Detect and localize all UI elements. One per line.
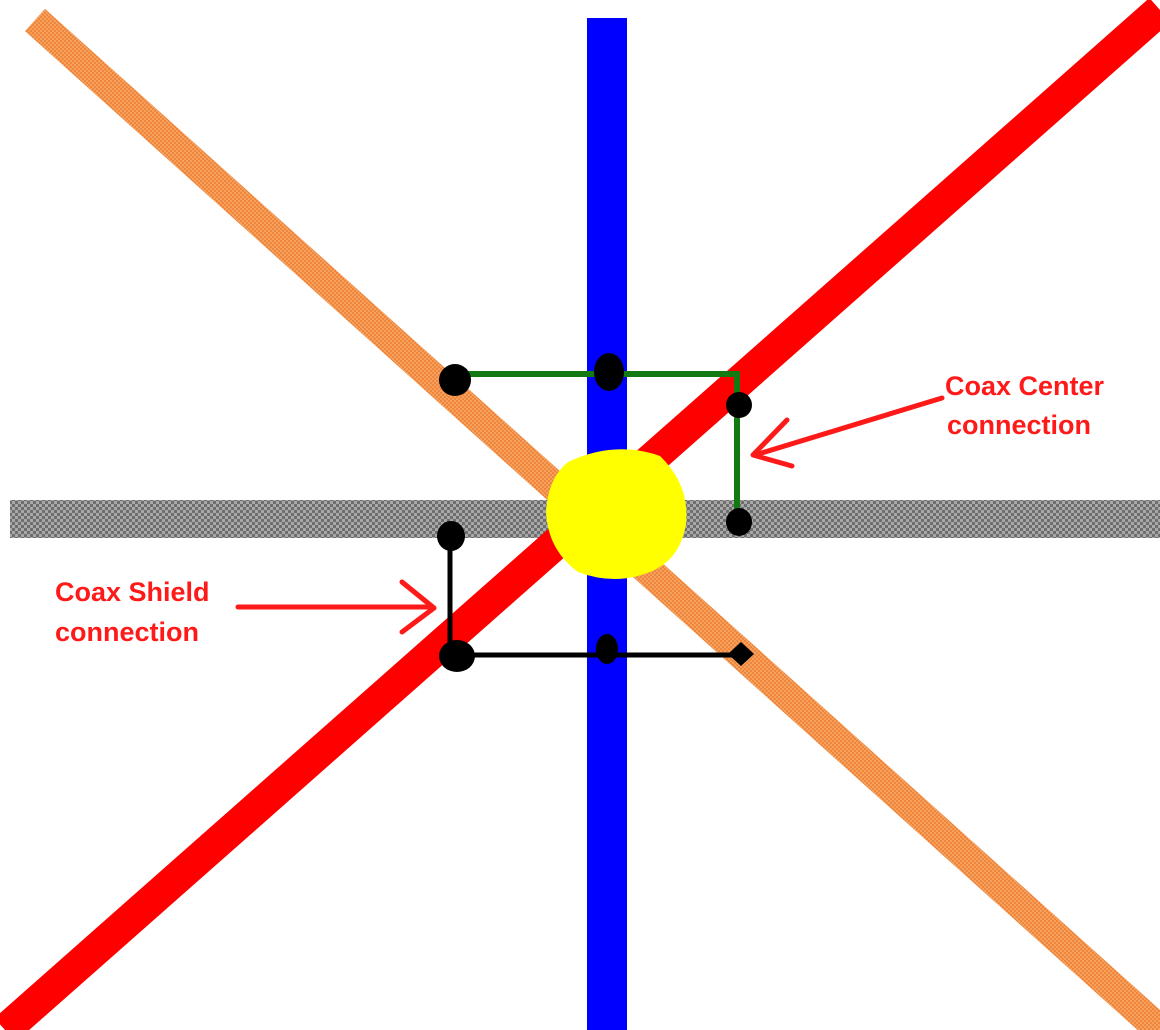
connection-dot-boom-right [726, 508, 752, 536]
center-callout-label-line1: Coax Center [945, 371, 1105, 401]
center-connection-wire [455, 371, 740, 522]
center-callout-label-line2: connection [947, 410, 1091, 440]
connection-dot-blue-lower [596, 634, 618, 664]
connection-dot-orange-lower [728, 642, 754, 666]
connection-dot-red-upper [726, 392, 752, 418]
center-hub [546, 449, 687, 579]
connection-dot-boom-left [437, 521, 465, 551]
connection-dot-red-lower [439, 640, 475, 672]
connection-dot-orange-upper [439, 364, 471, 396]
connection-dot-blue-upper [594, 353, 624, 391]
shield-callout-arrow [235, 579, 437, 635]
shield-callout-label-line2: connection [55, 617, 199, 647]
center-callout-arrow [750, 395, 945, 469]
shield-callout-label-line1: Coax Shield [55, 577, 210, 607]
